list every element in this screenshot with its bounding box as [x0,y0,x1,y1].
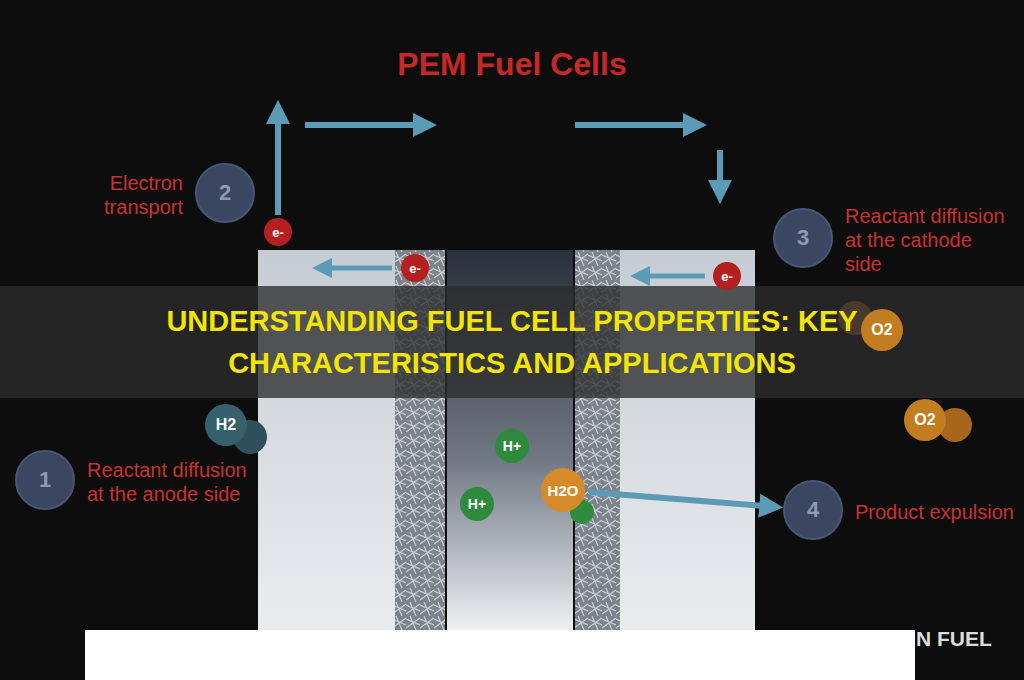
callout-number: 2 [219,180,231,206]
molecule-symbol: H2 [216,417,236,433]
molecule-circle: O2 [861,309,903,351]
step-label: Product expulsion [855,500,1015,524]
molecule-circle: H+ [460,487,494,521]
molecule-symbol: e- [272,226,284,239]
bottom-band [85,630,915,680]
molecule-symbol: e- [409,262,421,275]
flow-arrow [575,122,695,128]
diagram-title: PEM Fuel Cells [0,44,1024,84]
flow-arrow [717,150,723,192]
callout-number: 3 [797,225,809,251]
molecule-circle: O2 [904,399,946,441]
electron-arrow [322,266,392,271]
electron-arrow [640,274,705,279]
molecule-circle: e- [264,218,292,246]
step-circle: Electron transport2 [195,163,255,223]
watermark: N FUEL [916,626,992,652]
molecule-circle: H+ [495,429,529,463]
molecule-symbol: H+ [468,497,486,511]
molecule-circle: H2O [541,468,585,512]
callout-number: 1 [39,467,51,493]
flow-arrow [305,122,425,128]
flow-arrow [589,492,777,507]
step-label: Reactant diffusion at the anode side [87,458,249,506]
callout-number: 4 [807,497,819,523]
molecule-symbol: H2O [548,483,579,498]
overlay-heading: UNDERSTANDING FUEL CELL PROPERTIES: KEY … [100,300,924,384]
step-label: Reactant diffusion at the cathode side [845,204,1013,276]
molecule-circle: H2 [205,404,247,446]
molecule-symbol: O2 [914,412,935,428]
step-label: Electron transport [33,171,183,219]
molecule-circle: e- [401,254,429,282]
molecule-symbol: H+ [503,439,521,453]
step-circle: Reactant diffusion at the anode side1 [15,450,75,510]
step-circle: Product expulsion4 [783,480,843,540]
flow-arrow [275,112,281,215]
molecule-symbol: O2 [871,322,892,338]
step-circle: Reactant diffusion at the cathode side3 [773,208,833,268]
molecule-circle: e- [713,262,741,290]
molecule-symbol: e- [721,270,733,283]
